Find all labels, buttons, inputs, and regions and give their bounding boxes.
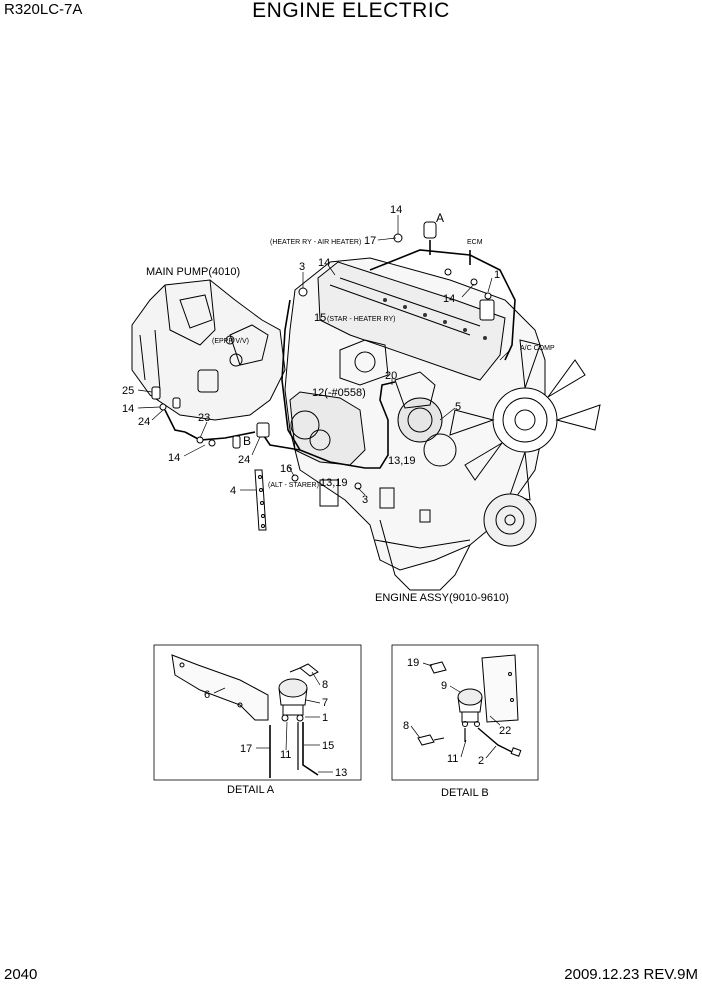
callout-17: 17 bbox=[364, 235, 376, 247]
main-pump-label: MAIN PUMP(4010) bbox=[146, 266, 240, 278]
detail-a-callout-13: 13 bbox=[335, 767, 347, 779]
detail-a-caption: DETAIL A bbox=[227, 784, 275, 796]
detail-b-callout-22: 22 bbox=[499, 725, 511, 737]
callout-25: 25 bbox=[122, 385, 134, 397]
detail-b-callout-9: 9 bbox=[441, 680, 447, 692]
detail-a-callout-1: 1 bbox=[322, 712, 328, 724]
callout-4: 4 bbox=[230, 485, 236, 497]
callout-14-d: 14 bbox=[122, 403, 134, 415]
detail-b-panel: 19 9 8 22 11 2 DETAIL B bbox=[391, 644, 539, 799]
alt-starter-label: (ALT - STARER) bbox=[268, 482, 319, 489]
callout-5: 5 bbox=[455, 401, 461, 413]
detail-a-callout-15: 15 bbox=[322, 740, 334, 752]
callout-14-b: 14 bbox=[318, 257, 330, 269]
leader-lines bbox=[137, 215, 511, 496]
detail-ref-a: A bbox=[436, 211, 444, 225]
callout-24-b: 24 bbox=[238, 454, 250, 466]
detail-a-callout-17: 17 bbox=[240, 743, 252, 755]
detail-a-callout-6: 6 bbox=[204, 689, 210, 701]
date-revision: 2009.12.23 REV.9M bbox=[564, 966, 698, 983]
callout-16: 16 bbox=[280, 463, 292, 475]
callout-12: 12(-#0558) bbox=[312, 387, 366, 399]
callout-14-e: 14 bbox=[168, 452, 180, 464]
detail-b-callout-19: 19 bbox=[407, 657, 419, 669]
page-number: 2040 bbox=[4, 966, 38, 983]
callout-14-top: 14 bbox=[390, 204, 402, 216]
callout-24: 24 bbox=[138, 416, 150, 428]
engine-drawing bbox=[131, 257, 601, 591]
page-title: ENGINE ELECTRIC bbox=[252, 0, 450, 22]
detail-ref-b: B bbox=[243, 434, 251, 448]
callout-13-19-a: 13,19 bbox=[388, 455, 416, 467]
star-heater-label: (STAR - HEATER RY) bbox=[327, 316, 395, 323]
callout-23: 23 bbox=[198, 412, 210, 424]
callout-14-c: 14 bbox=[443, 293, 455, 305]
callout-1: 1 bbox=[494, 269, 500, 281]
ground-strap-4 bbox=[254, 469, 267, 531]
callout-20: 20 bbox=[385, 370, 397, 382]
eppr-label: (EPPR V/V) bbox=[212, 338, 249, 345]
engine-assy-label: ENGINE ASSY(9010-9610) bbox=[375, 592, 509, 604]
callout-15: 15 bbox=[314, 312, 326, 324]
callout-3: 3 bbox=[299, 261, 305, 273]
ac-comp-label: A/C COMP bbox=[520, 345, 555, 352]
detail-b-callout-11: 11 bbox=[447, 753, 458, 765]
heater-ry-label: (HEATER RY - AIR HEATER) bbox=[270, 239, 361, 246]
detail-a-panel: 6 8 7 1 17 11 15 13 DETAIL A bbox=[153, 644, 362, 796]
valve-cover-bolts bbox=[383, 298, 487, 340]
detail-a-callout-11: 11 bbox=[280, 749, 291, 761]
callout-3-b: 3 bbox=[362, 494, 368, 506]
detail-b-callout-2: 2 bbox=[478, 755, 484, 767]
ecm-label: ECM bbox=[467, 239, 483, 246]
detail-b-callout-8: 8 bbox=[403, 720, 409, 732]
detail-a-callout-8: 8 bbox=[322, 679, 328, 691]
callout-13-19-b: 13,19 bbox=[320, 477, 348, 489]
detail-a-callout-7: 7 bbox=[322, 697, 328, 709]
model-code: R320LC-7A bbox=[4, 1, 83, 18]
fan bbox=[449, 339, 601, 501]
main-callouts: 14 17 3 14 1 14 15 12(-#0558) 20 5 25 14… bbox=[122, 204, 500, 506]
detail-b-caption: DETAIL B bbox=[441, 787, 489, 799]
connectors bbox=[151, 221, 495, 490]
